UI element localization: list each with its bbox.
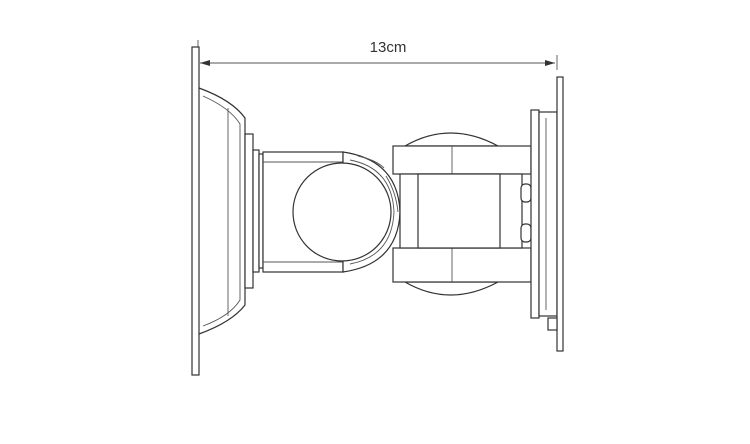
- left-collar: [244, 133, 264, 289]
- dimension-line: 13cm: [197, 39, 558, 70]
- right-mount-plate: [530, 76, 564, 352]
- left-base-flange: [198, 87, 246, 335]
- right-hinge-block: [392, 132, 532, 296]
- left-wall-plate: [191, 46, 200, 376]
- dimension-label: 13cm: [370, 39, 407, 56]
